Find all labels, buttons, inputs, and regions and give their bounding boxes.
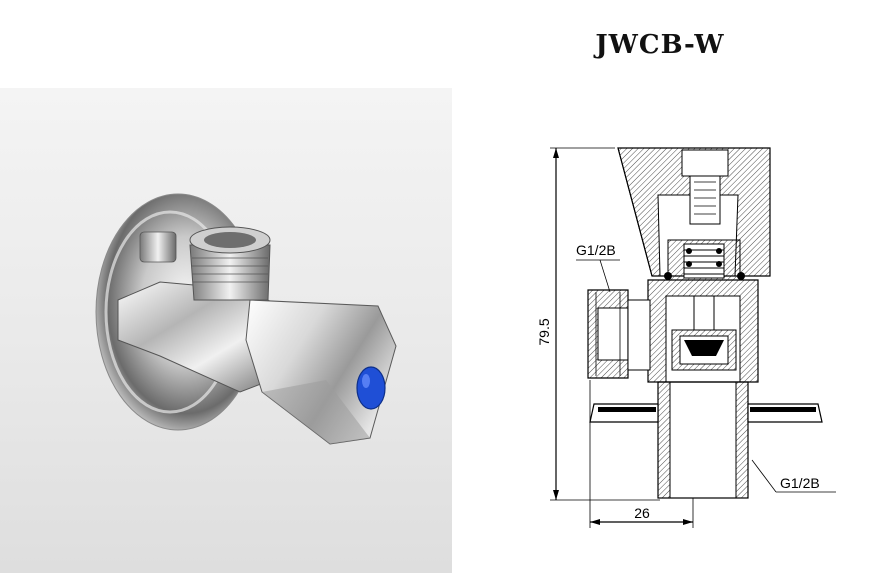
o-ring <box>686 261 692 267</box>
blue-indicator-cap <box>356 366 386 410</box>
technical-drawing: 79.5 26 <box>536 147 836 528</box>
valve-photo <box>95 193 397 445</box>
o-ring <box>716 261 722 267</box>
inlet-thread-callout: G1/2B <box>576 242 620 293</box>
height-dimension: 79.5 <box>536 147 660 501</box>
outlet-threads <box>192 257 268 283</box>
width-label: 26 <box>634 505 650 521</box>
height-label: 79.5 <box>536 318 552 345</box>
inlet-port <box>587 289 651 379</box>
outlet-pipe <box>657 381 749 499</box>
inlet-thread-label: G1/2B <box>576 242 616 258</box>
o-ring <box>716 248 722 254</box>
body-section <box>647 279 759 383</box>
indicator-highlight <box>362 374 370 388</box>
escutcheon-plate <box>589 403 823 423</box>
handle-section <box>617 147 771 277</box>
spindle-section <box>664 239 745 281</box>
o-ring <box>737 272 745 280</box>
width-dimension: 26 <box>589 380 694 528</box>
o-ring <box>686 248 692 254</box>
outlet-bore <box>204 232 256 248</box>
outlet-thread-label: G1/2B <box>780 475 820 491</box>
outlet-thread-callout: G1/2B <box>751 459 836 493</box>
handle-facet <box>262 380 370 444</box>
rear-thread <box>139 231 177 263</box>
product-title: JWCB-W <box>595 30 725 60</box>
o-ring <box>664 272 672 280</box>
